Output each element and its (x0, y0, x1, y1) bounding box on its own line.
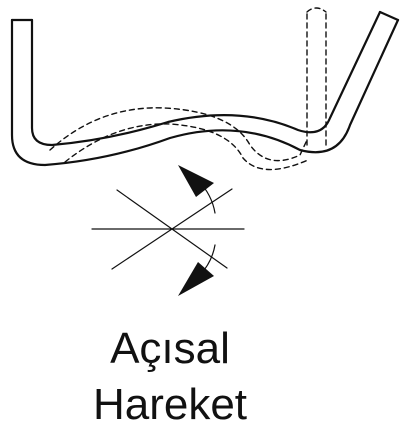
u-tube-solid (10, 10, 400, 167)
caption-line-2: Hareket (92, 380, 248, 429)
caption-line-1: Açısal (110, 324, 230, 373)
u-tube-dashed (49, 7, 327, 171)
angular-motion-symbol (91, 179, 245, 276)
arrowhead-down-icon (178, 262, 214, 296)
arrowhead-up-icon (178, 165, 214, 197)
